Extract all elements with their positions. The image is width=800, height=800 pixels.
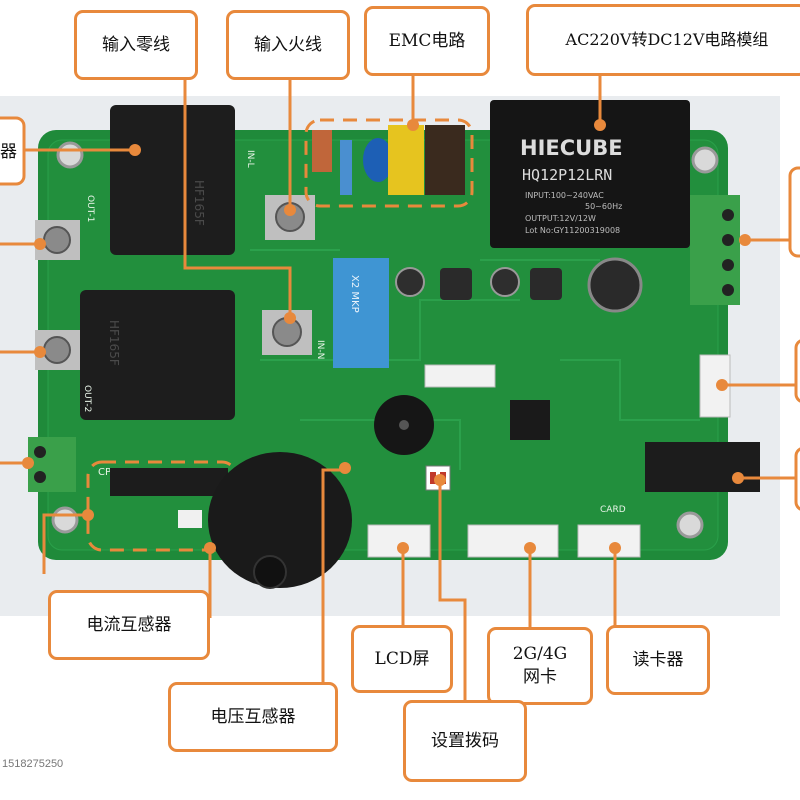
buzzer-hole [399,420,409,430]
emc-resistor [312,130,332,172]
label-lcd: LCD屏 [374,648,430,669]
current-sense-block [110,468,228,496]
green-terminal-left [28,437,76,492]
silk-card: CARD [600,505,626,515]
callout-live-input: 输入火线 [226,10,350,80]
label-network-line2: 网卡 [523,667,557,687]
callout-right-3 [794,447,800,511]
voltage-transformer [208,452,352,588]
silk-in-n: IN-N [315,340,325,359]
optocoupler [178,510,202,528]
callout-lcd: LCD屏 [351,625,453,693]
relay-2 [80,290,235,420]
smd-inductor-2 [530,268,562,300]
callout-card-reader: 读卡器 [606,625,710,695]
small-cap-2 [490,267,520,297]
module-brand: HIECUBE [520,136,623,160]
power-module [490,100,690,248]
emc-capacitor-yellow [388,125,424,195]
emc-highlight [304,118,474,208]
relay-1-text: HF165F [192,180,206,226]
voltage-transformer-hole [253,555,287,589]
card-cable-connector [645,442,760,492]
mcu-chip [510,400,550,440]
label-power-module: AC220V转DC12V电路模组 [565,30,769,50]
module-freq: 50~60Hz [585,202,622,211]
callout-power-module: AC220V转DC12V电路模组 [526,4,800,76]
relay-2-text: HF165F [107,320,121,366]
callout-dip-switch: 设置拨码 [403,700,527,782]
label-emc: EMC电路 [388,30,466,51]
connector-net [467,524,559,558]
module-output: OUTPUT:12V/12W [525,214,596,223]
label-neutral-input: 输入零线 [102,34,170,55]
callout-right-2 [794,339,800,403]
callout-right-1 [788,166,800,258]
electrolytic-capacitor [587,257,643,313]
label-current-transformer: 电流互感器 [86,614,172,635]
module-input: INPUT:100~240VAC [525,191,604,200]
smd-inductor-1 [440,268,472,300]
silk-in-l: IN-L [245,150,255,168]
callout-neutral-input: 输入零线 [74,10,198,80]
connector-card [577,524,641,558]
label-card-reader: 读卡器 [632,649,684,670]
callout-current-transformer: 电流互感器 [48,590,210,660]
emc-resistor-2 [340,140,352,195]
silk-out-2: OUT-2 [82,385,92,412]
relay-1 [110,105,235,255]
small-cap-1 [395,267,425,297]
x2-capacitor-text: X2 MKP [349,275,360,313]
callout-left-top-text: 器 [0,142,17,162]
x2-capacitor [333,258,389,368]
label-dip-switch: 设置拨码 [431,730,499,751]
callout-left-top [0,116,26,186]
callout-voltage-transformer: 电压互感器 [168,682,338,752]
label-network-line1: 2G/4G [512,644,568,665]
leader-dots [22,119,751,554]
label-voltage-transformer: 电压互感器 [210,706,296,727]
emc-inductor [425,125,465,195]
emc-capacitor-blue [363,138,393,182]
connector-top [424,364,496,388]
callout-emc: EMC电路 [364,6,490,76]
phone-number: 1518275250 [2,758,64,770]
silk-cp: CP [98,467,111,478]
green-terminal-right [690,195,740,305]
label-live-input: 输入火线 [254,34,322,55]
silk-out-1: OUT-1 [85,195,95,222]
module-lot: Lot No:GY11200319008 [525,226,620,235]
leader-lines [0,76,800,700]
module-model: HQ12P12LRN [522,166,612,184]
